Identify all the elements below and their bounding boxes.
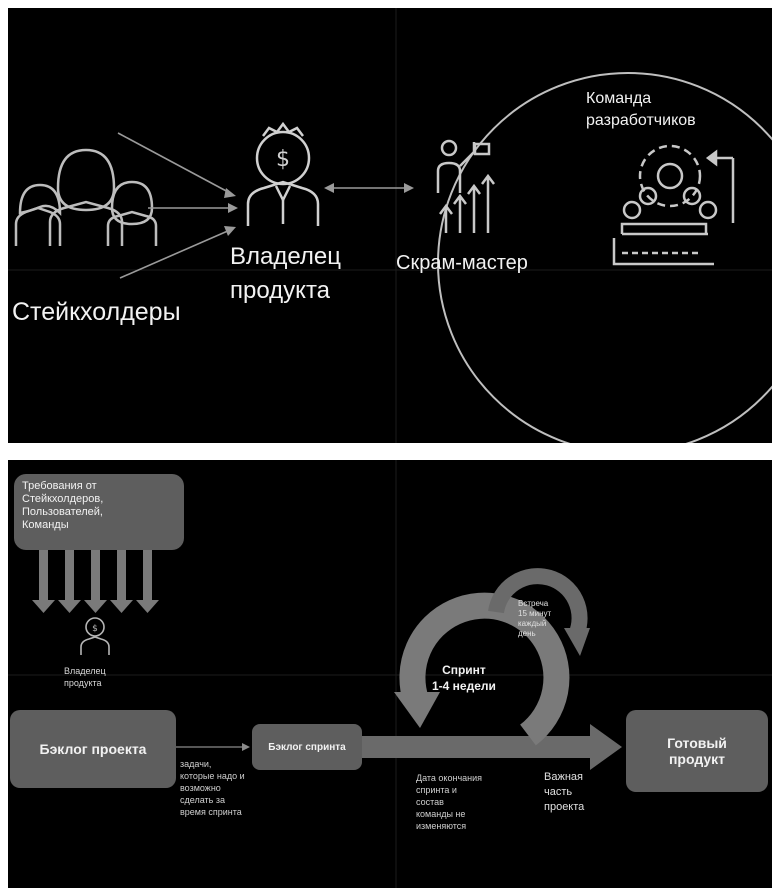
roles-graphics: $ bbox=[8, 8, 772, 443]
requirements-label: Требования от Стейкхолдеров, Пользовател… bbox=[22, 480, 104, 531]
people-group-icon bbox=[14, 148, 158, 246]
sprint-label: Спринт 1-4 недели bbox=[432, 663, 496, 693]
stakeholders-label: Стейкхолдеры bbox=[12, 298, 181, 326]
scrum-master-label: Скрам-мастер bbox=[396, 252, 528, 274]
dev-team-label: Команда разработчиков bbox=[586, 90, 696, 129]
svg-text:$: $ bbox=[92, 624, 98, 634]
product-backlog-box: Бэклог проекта bbox=[10, 710, 176, 788]
done-product-box: Готовый продукт bbox=[626, 710, 768, 792]
product-backlog-label: Бэклог проекта bbox=[39, 741, 147, 757]
product-owner-small-icon: $ bbox=[80, 617, 110, 655]
scrum-roles-panel: $ bbox=[8, 8, 772, 443]
sprint-backlog-box: Бэклог спринта bbox=[252, 724, 362, 770]
leader-flag-arrows-icon bbox=[436, 139, 495, 233]
sprint-note: Дата окончания спринта и состав команды … bbox=[416, 773, 483, 831]
backlog-note: задачи, которые надо и возможно сделать … bbox=[180, 759, 245, 817]
product-owner-label: Владелец продукта bbox=[230, 243, 342, 304]
process-graphics: $ bbox=[8, 460, 772, 888]
sprint-backlog-label: Бэклог спринта bbox=[268, 741, 346, 753]
team-gear-icon bbox=[612, 144, 735, 266]
main-flow-arrow bbox=[362, 736, 592, 758]
requirements-box: Требования от Стейкхолдеров, Пользовател… bbox=[14, 474, 184, 550]
done-label: Готовый продукт bbox=[667, 735, 727, 767]
daily-label: Встреча 15 минут каждый день bbox=[518, 599, 552, 638]
stakeholder-arrows bbox=[117, 132, 231, 279]
businessman-gear-dollar-icon: $ bbox=[246, 121, 320, 226]
scrum-process-panel: $ Требования от Стейкхолдеров, Пользоват… bbox=[8, 460, 772, 888]
important-part-label: Важная часть проекта bbox=[544, 771, 585, 813]
svg-text:$: $ bbox=[276, 147, 290, 172]
po-small-label: Владелец продукта bbox=[64, 666, 106, 688]
sprint-loop-arrow bbox=[399, 592, 570, 746]
requirements-arrows bbox=[32, 548, 159, 613]
dev-team-circle bbox=[437, 72, 772, 443]
daily-loop-arrow bbox=[488, 568, 588, 639]
